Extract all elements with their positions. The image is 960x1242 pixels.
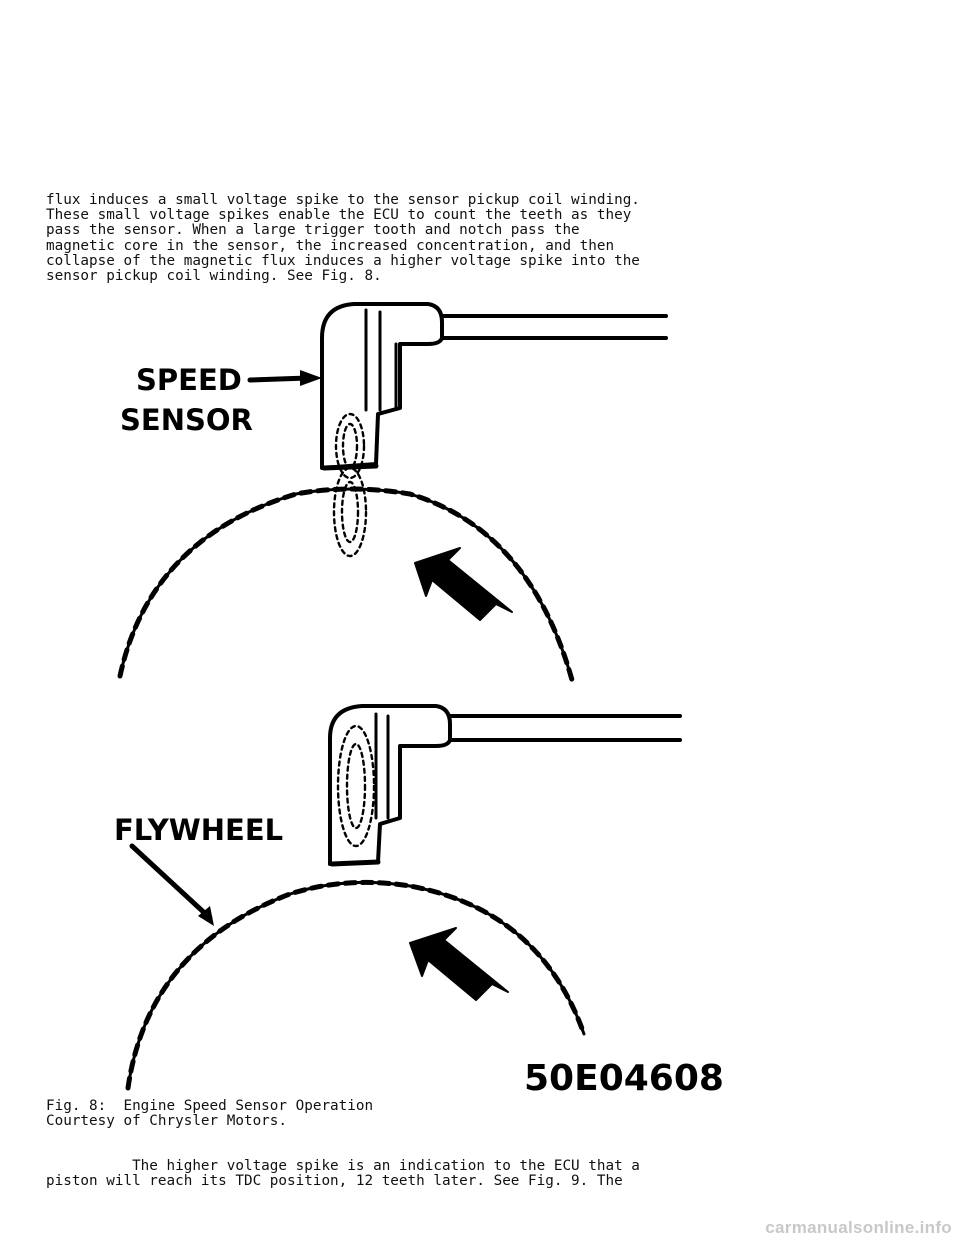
speed-label-line1: SPEED xyxy=(136,363,242,397)
text-line: collapse of the magnetic flux induces a … xyxy=(46,252,640,269)
text-line: sensor pickup coil winding. See Fig. 8. xyxy=(46,268,382,285)
figure-caption: Fig. 8: Engine Speed Sensor Operation Co… xyxy=(46,1098,374,1130)
flywheel-label: FLYWHEEL xyxy=(114,813,283,847)
speed-sensor-figure: SPEED SENSOR FLYWHEEL 50E04608 xyxy=(114,302,724,1099)
body-paragraph-top: flux induces a small voltage spike to th… xyxy=(46,192,640,285)
lower-diagram xyxy=(125,704,682,1091)
text-line: piston will reach its TDC position, 12 t… xyxy=(46,1173,623,1190)
figure-code: 50E04608 xyxy=(524,1058,724,1099)
upper-diagram xyxy=(117,302,668,683)
text-line: These small voltage spikes enable the EC… xyxy=(46,207,632,224)
speed-label-line2: SENSOR xyxy=(120,403,253,437)
text-line: flux induces a small voltage spike to th… xyxy=(46,192,640,208)
text-line: magnetic core in the sensor, the increas… xyxy=(46,237,615,254)
text-line: pass the sensor. When a large trigger to… xyxy=(46,222,580,239)
caption-line: Fig. 8: Engine Speed Sensor Operation xyxy=(46,1098,374,1114)
watermark: carmanualsonline.info xyxy=(765,1218,952,1237)
body-paragraph-bottom: The higher voltage spike is an indicatio… xyxy=(46,1158,640,1190)
text-line: The higher voltage spike is an indicatio… xyxy=(46,1158,640,1174)
caption-line: Courtesy of Chrysler Motors. xyxy=(46,1113,288,1130)
